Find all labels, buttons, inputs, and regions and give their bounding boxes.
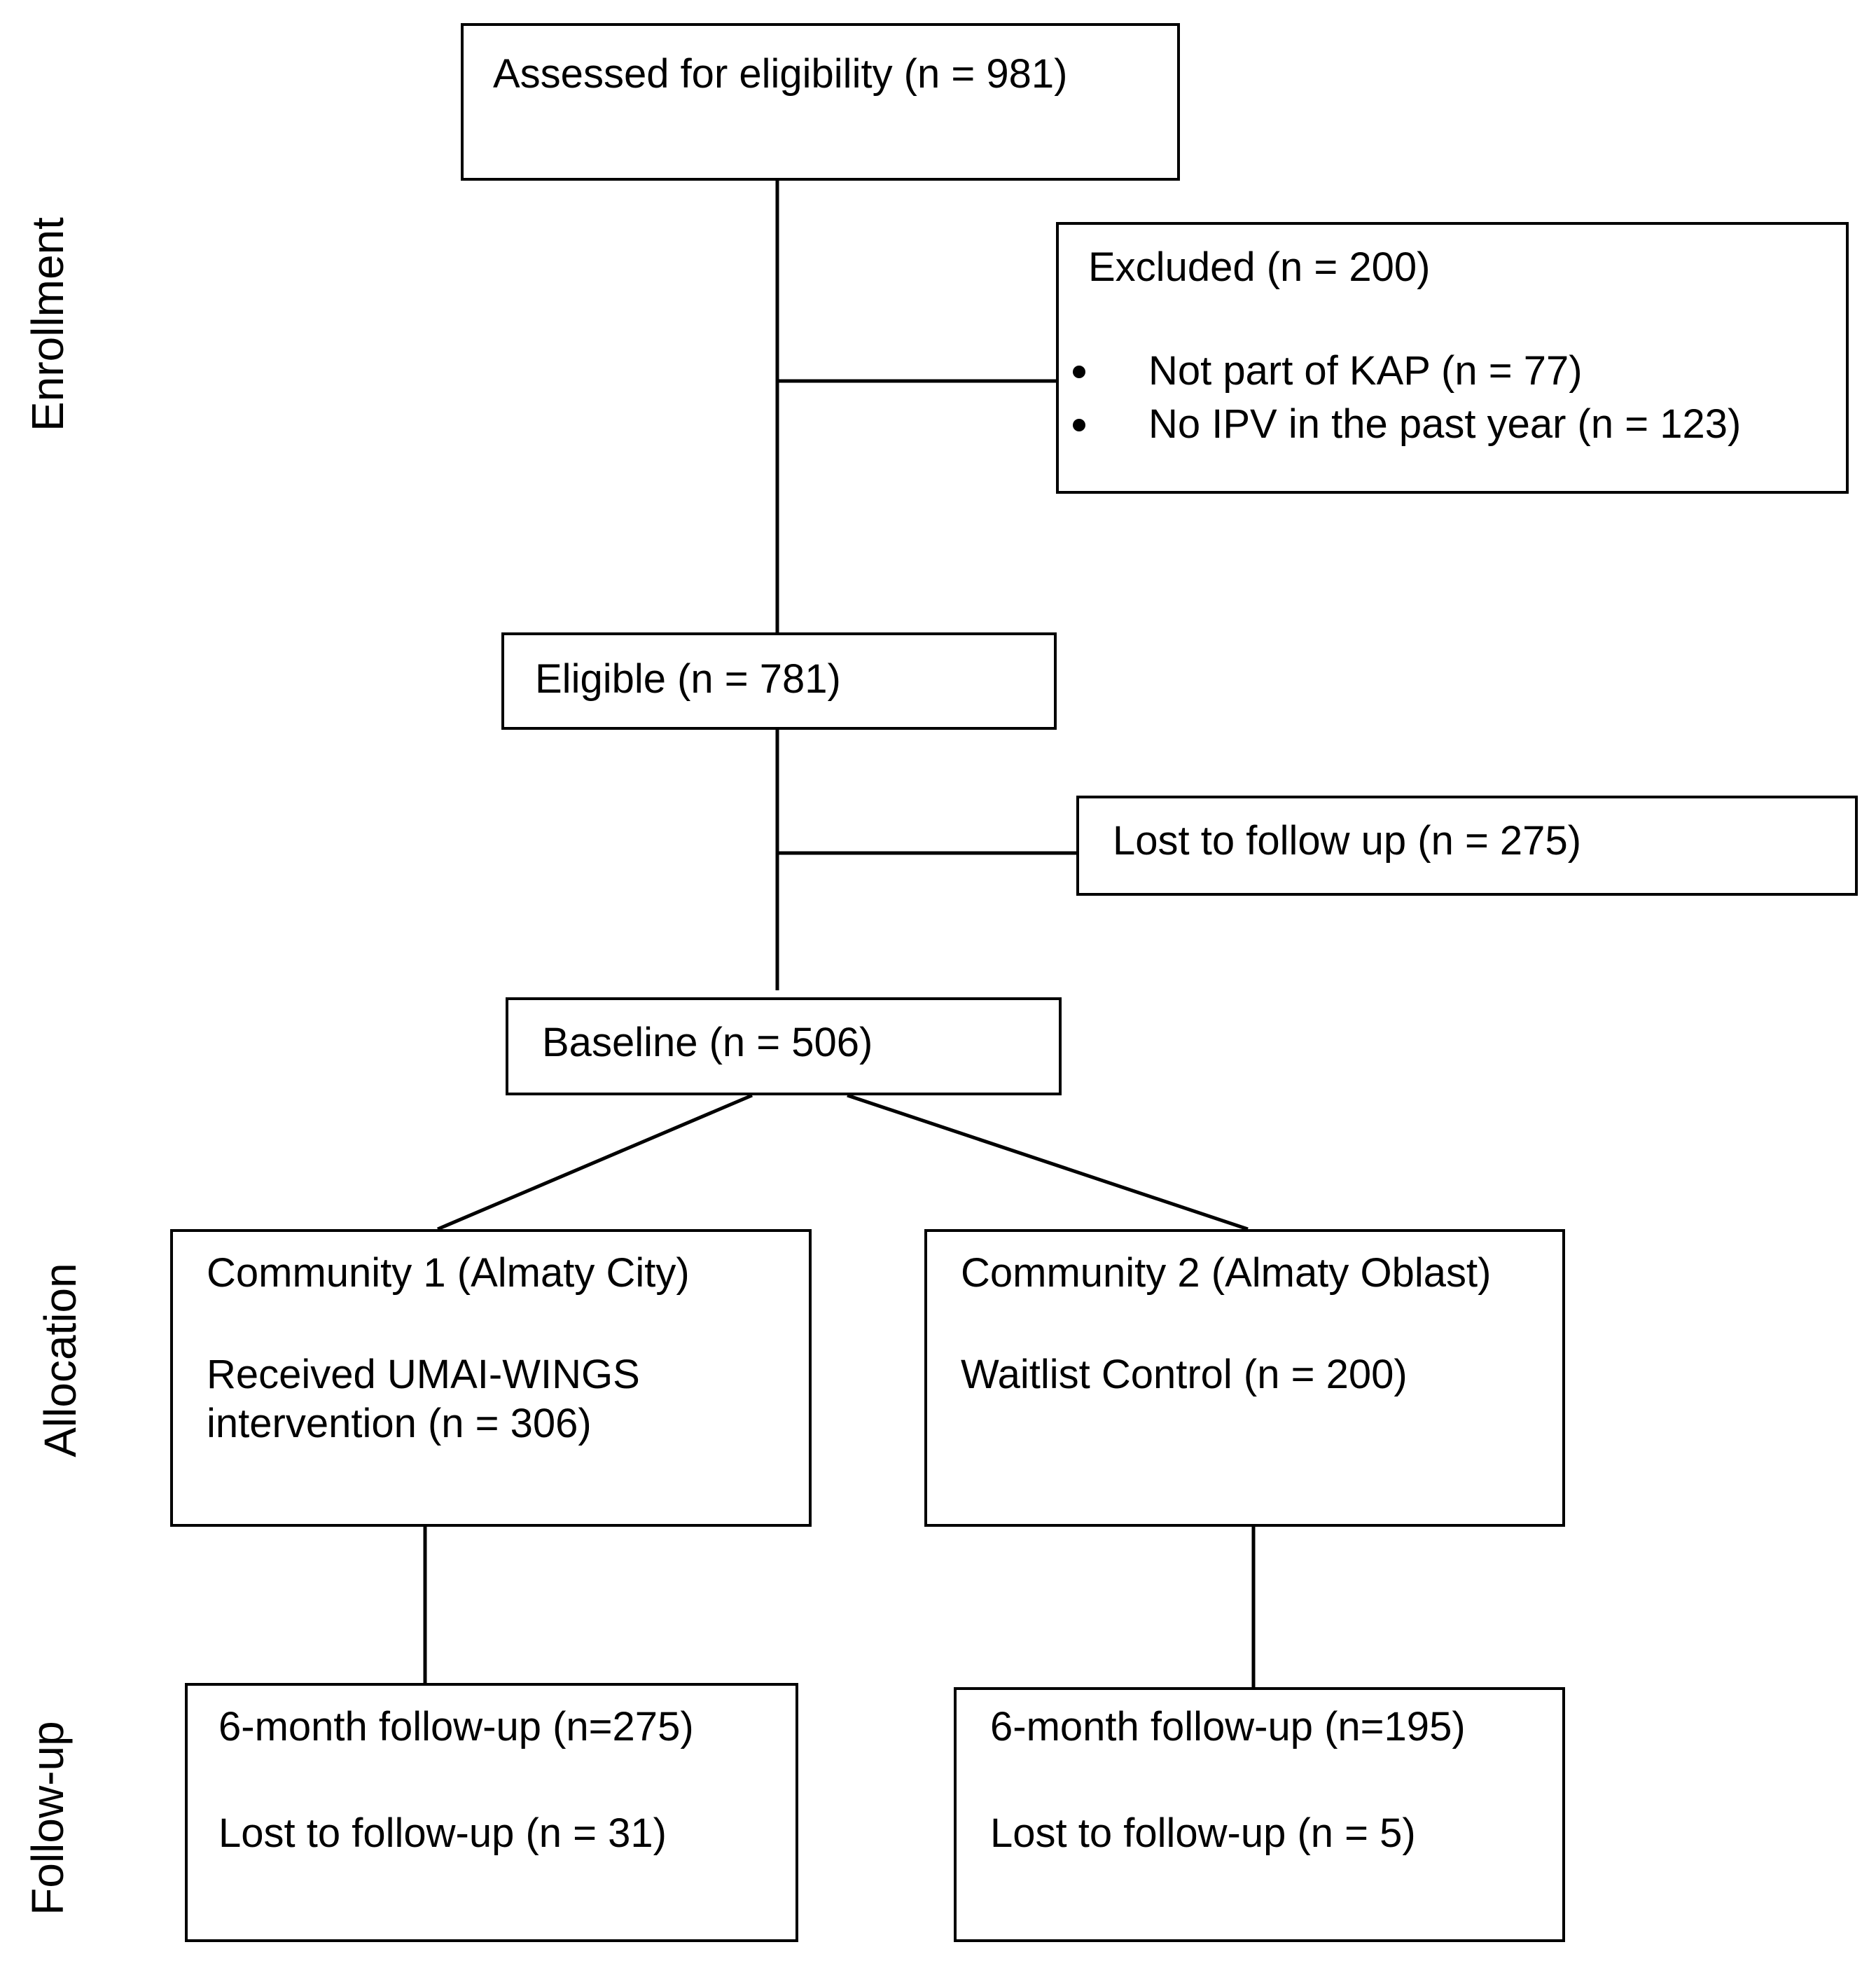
assessed-box: Assessed for eligibility (n = 981) [461, 23, 1180, 181]
community1-box: Community 1 (Almaty City) Received UMAI-… [170, 1229, 812, 1527]
baseline-text: Baseline (n = 506) [542, 1020, 873, 1065]
allocation-side-label: Allocation [35, 1263, 85, 1457]
excluded-bullet-2: No IPV in the past year (n = 123) [1148, 401, 1742, 447]
community2-box: Community 2 (Almaty Oblast) Waitlist Con… [924, 1229, 1565, 1527]
followup-side-label: Follow-up [22, 1721, 73, 1915]
followup2-box: 6-month follow-up (n=195) Lost to follow… [954, 1687, 1565, 1942]
connector-baseline-to-community1 [437, 1093, 753, 1231]
eligible-box: Eligible (n = 781) [501, 632, 1057, 730]
excluded-box: Excluded (n = 200) Not part of KAP (n = … [1056, 222, 1849, 494]
community2-title: Community 2 (Almaty Oblast) [961, 1250, 1492, 1296]
excluded-title: Excluded (n = 200) [1088, 244, 1431, 290]
followup1-line2: Lost to follow-up (n = 31) [218, 1810, 667, 1856]
community1-title: Community 1 (Almaty City) [207, 1250, 690, 1296]
followup1-box: 6-month follow-up (n=275) Lost to follow… [185, 1683, 798, 1942]
community1-line2: intervention (n = 306) [207, 1401, 592, 1446]
bullet-dot [1073, 419, 1085, 431]
lost-to-follow-up-box: Lost to follow up (n = 275) [1076, 796, 1858, 896]
bullet-dot [1073, 366, 1085, 378]
followup1-line1: 6-month follow-up (n=275) [218, 1704, 694, 1749]
baseline-box: Baseline (n = 506) [506, 997, 1062, 1095]
followup2-line1: 6-month follow-up (n=195) [990, 1704, 1466, 1749]
lost-to-follow-up-text: Lost to follow up (n = 275) [1113, 818, 1582, 864]
assessed-text: Assessed for eligibility (n = 981) [493, 51, 1068, 97]
eligible-text: Eligible (n = 781) [535, 656, 841, 702]
community1-line1: Received UMAI-WINGS [207, 1352, 640, 1397]
enrollment-side-label: Enrollment [22, 217, 73, 431]
connector-baseline-to-community2 [847, 1093, 1249, 1231]
followup2-line2: Lost to follow-up (n = 5) [990, 1810, 1416, 1856]
community2-line1: Waitlist Control (n = 200) [961, 1352, 1408, 1397]
excluded-bullet-1: Not part of KAP (n = 77) [1148, 348, 1583, 394]
